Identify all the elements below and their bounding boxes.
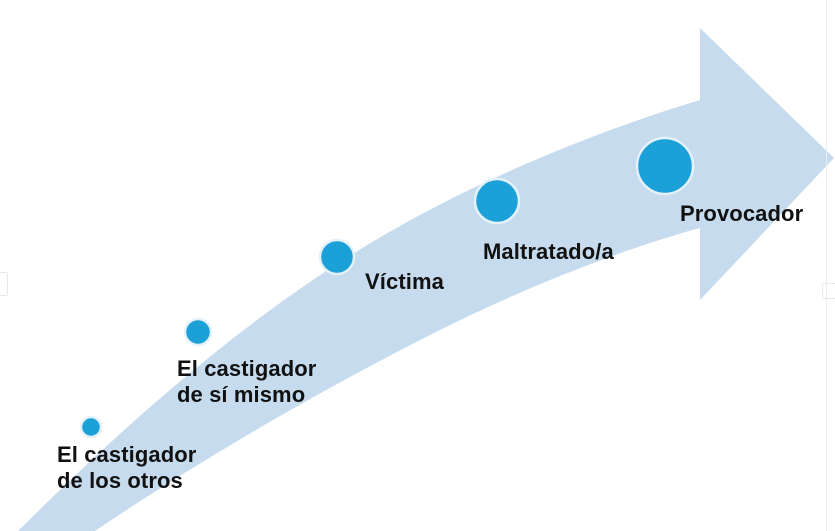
node-markers	[79, 136, 695, 439]
right-edge-artifact	[822, 283, 835, 299]
left-edge-artifact	[0, 272, 8, 296]
node-marker-4[interactable]	[473, 177, 521, 225]
node-marker-1[interactable]	[79, 415, 103, 439]
node-marker-5[interactable]	[635, 136, 695, 196]
node-marker-3[interactable]	[318, 238, 356, 276]
node-marker-2[interactable]	[183, 317, 213, 347]
right-edge-rule	[826, 0, 827, 531]
progression-arrow-shape	[18, 28, 834, 531]
